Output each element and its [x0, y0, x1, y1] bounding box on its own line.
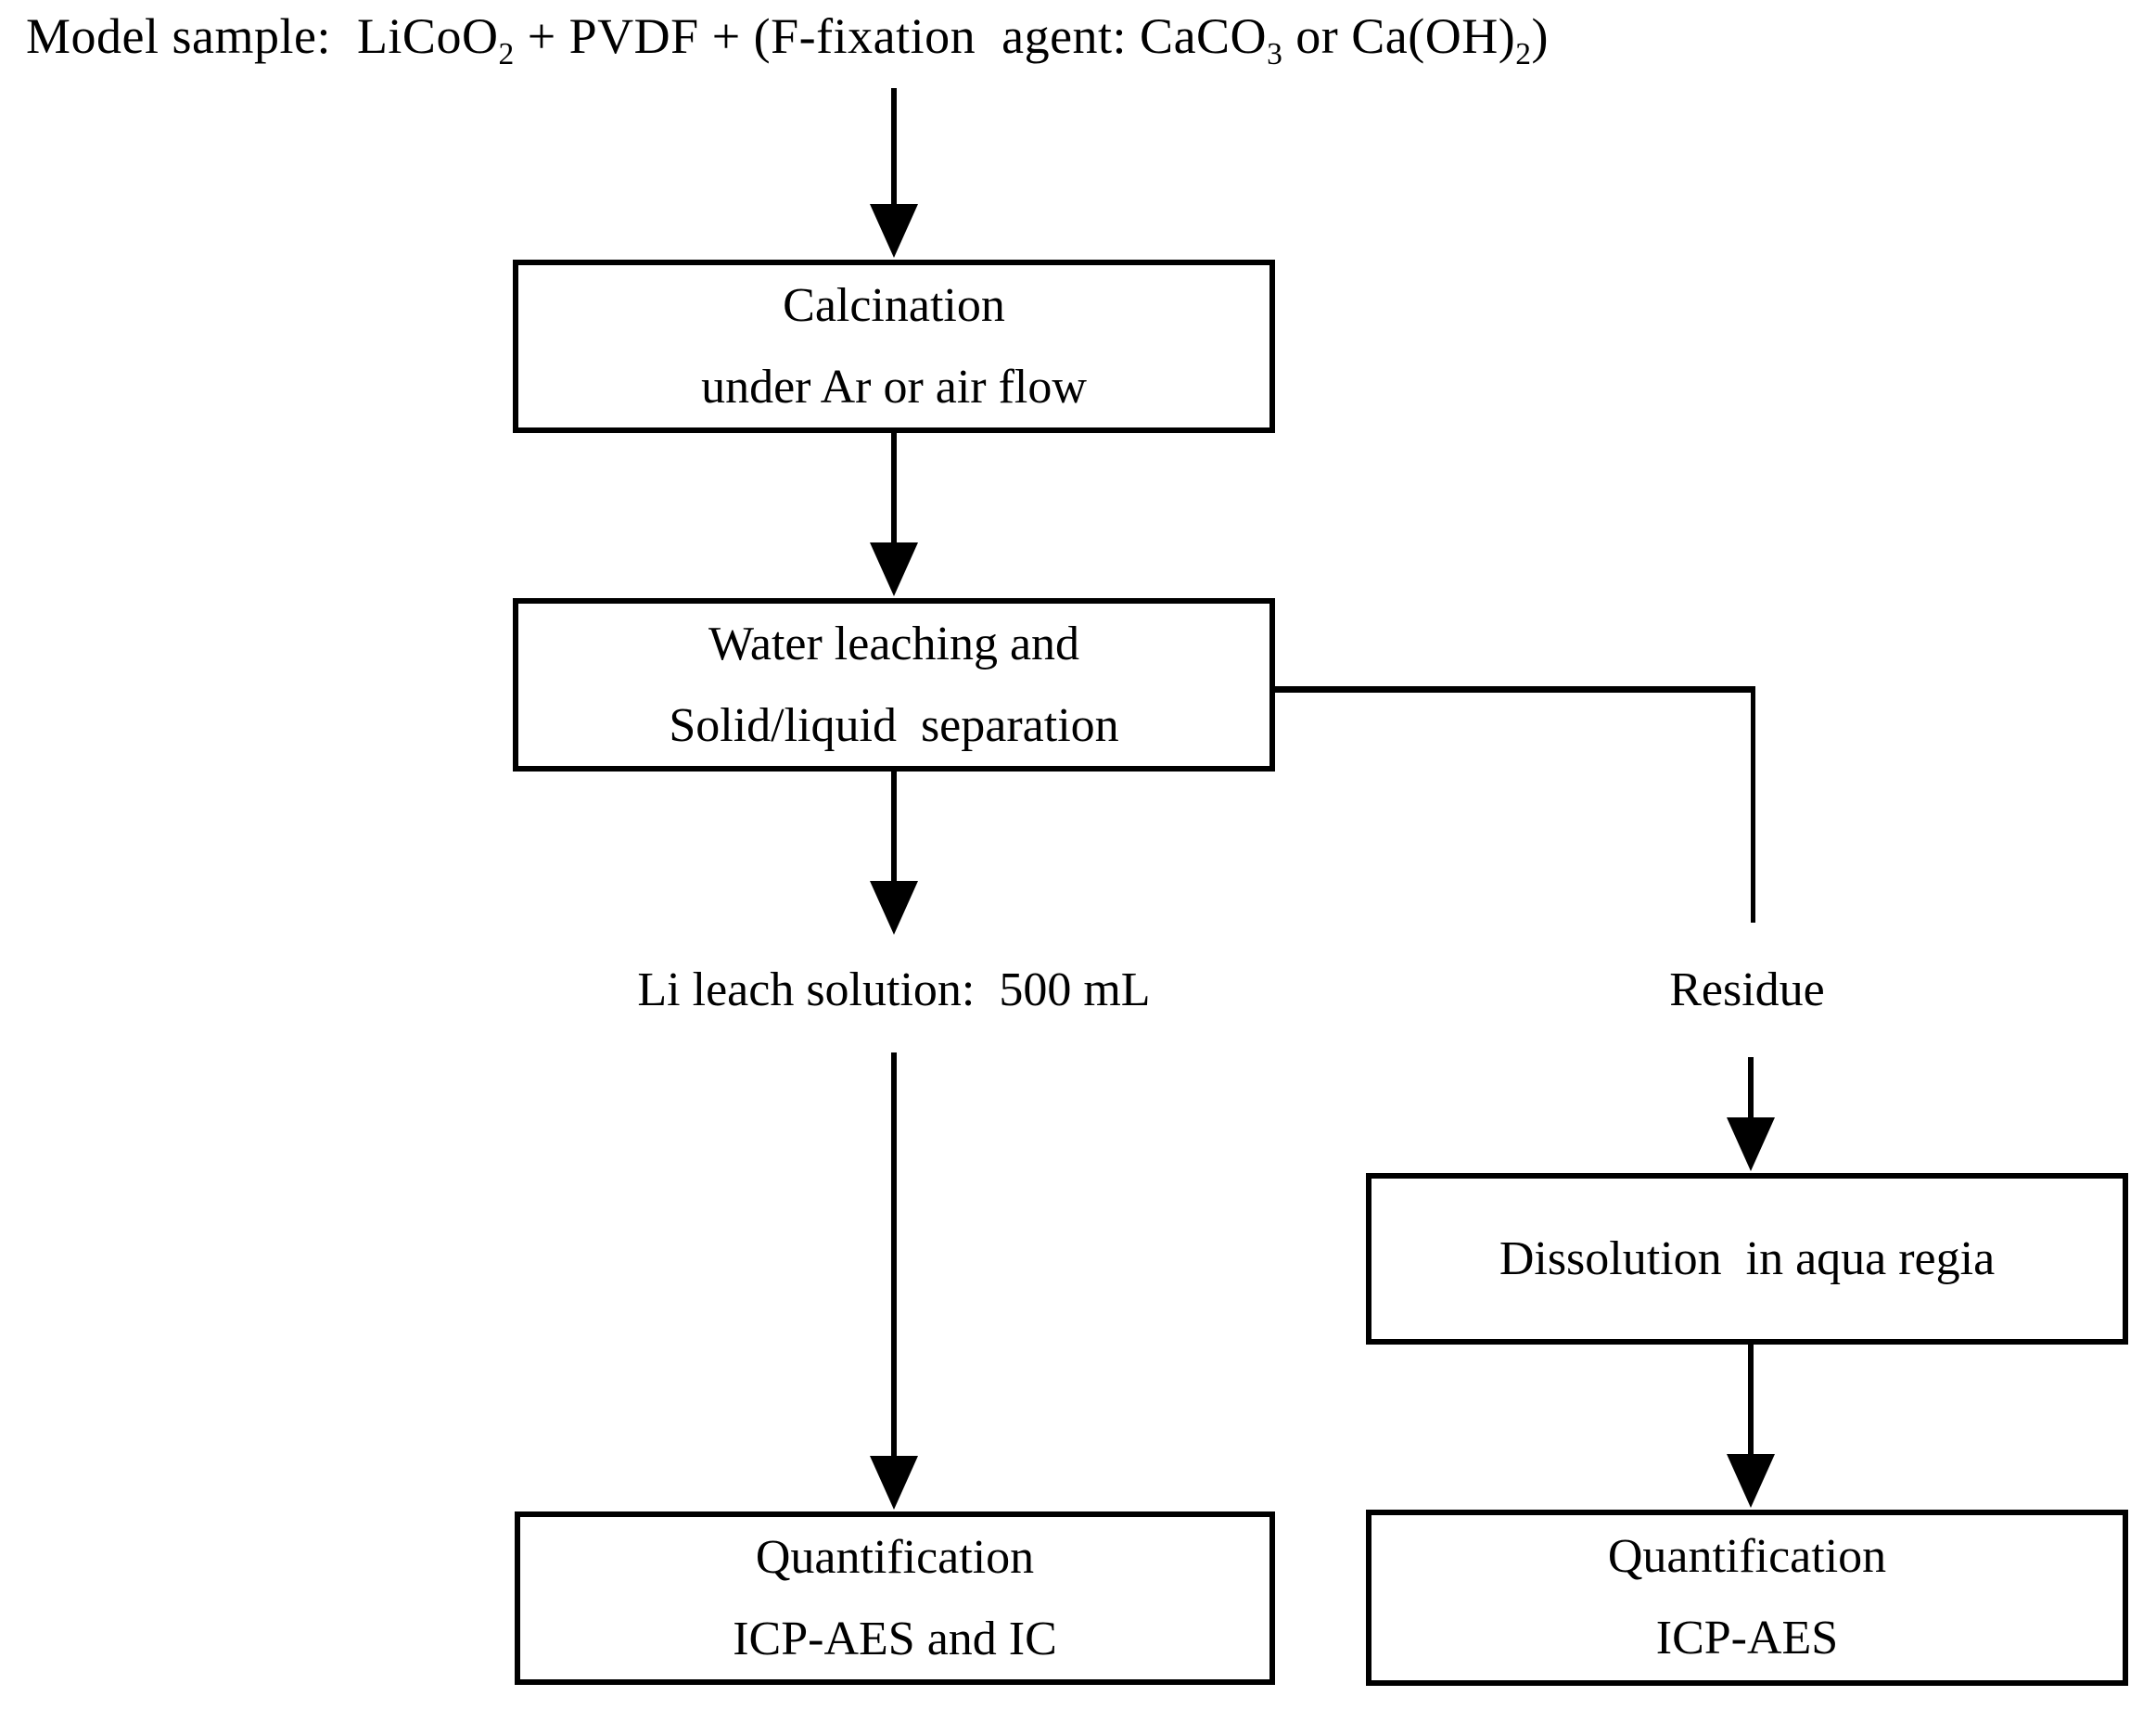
node-label-line: Quantification: [755, 1530, 1035, 1584]
title-segment: Model sample: LiCoO: [26, 8, 499, 64]
subscript: 2: [1515, 36, 1532, 71]
title-segment: + PVDF + (F-fixation agent: CaCO: [514, 8, 1268, 64]
arrow-stem: [1748, 1345, 1754, 1456]
arrow-head-icon: [870, 881, 918, 935]
node-calcination: Calcination under Ar or air flow: [513, 260, 1275, 433]
arrow-head-icon: [870, 542, 918, 596]
arrow-stem: [1748, 1057, 1754, 1119]
node-label-line: Quantification: [1607, 1530, 1887, 1583]
node-label-line: Calcination: [783, 278, 1005, 332]
node-water-leaching: Water leaching and Solid/liquid separati…: [513, 598, 1275, 772]
arrow-stem: [891, 772, 897, 883]
arrow-head-icon: [1727, 1454, 1775, 1508]
arrow-stem: [891, 433, 897, 544]
li-leach-solution-label: Li leach solution: 500 mL: [637, 963, 1151, 1016]
node-label-line: under Ar or air flow: [701, 360, 1087, 414]
arrow-stem: [891, 1052, 897, 1458]
model-sample-title: Model sample: LiCoO2 + PVDF + (F-fixatio…: [26, 7, 1549, 70]
title-segment: or Ca(OH): [1282, 8, 1516, 64]
arrow-head-icon: [1727, 1117, 1775, 1171]
subscript: 2: [498, 36, 515, 71]
node-quantification-left: Quantification ICP-AES and IC: [515, 1511, 1275, 1685]
node-label-line: ICP-AES: [1655, 1612, 1839, 1664]
node-label-line: ICP-AES and IC: [733, 1612, 1057, 1665]
subscript: 3: [1267, 36, 1283, 71]
residue-label: Residue: [1669, 963, 1825, 1016]
arrow-stem: [891, 88, 897, 209]
connector-horizontal-line: [1275, 686, 1755, 693]
node-label-line: Water leaching and: [708, 617, 1080, 670]
node-quantification-right: Quantification ICP-AES: [1366, 1510, 2128, 1686]
node-dissolution: Dissolution in aqua regia: [1366, 1173, 2128, 1345]
title-segment: ): [1531, 8, 1549, 64]
node-label-line: Solid/liquid separation: [669, 698, 1119, 752]
node-label-line: Dissolution in aqua regia: [1499, 1231, 1996, 1285]
arrow-head-icon: [870, 1456, 918, 1510]
connector-vertical-line: [1751, 686, 1755, 923]
arrow-head-icon: [870, 204, 918, 258]
